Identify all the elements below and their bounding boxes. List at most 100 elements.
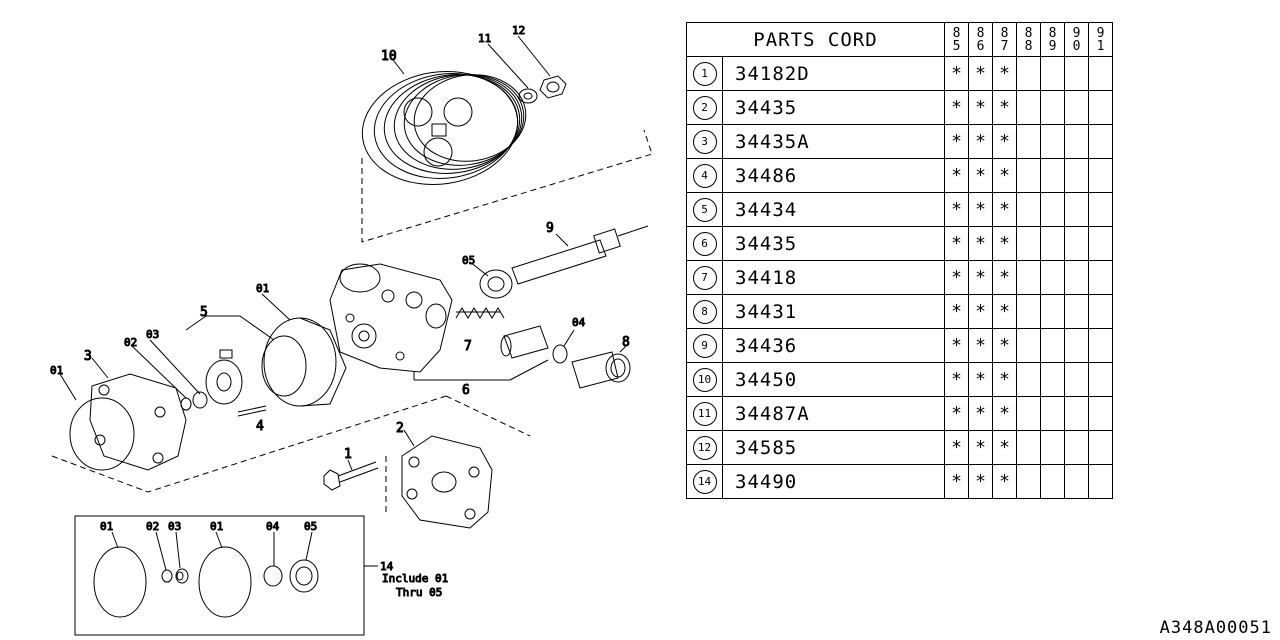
part-code: 34585 — [722, 430, 945, 465]
row-number: 6 — [686, 226, 723, 261]
row-number-badge: 7 — [692, 265, 717, 290]
year-mark — [1064, 464, 1089, 499]
part-code: 34435 — [722, 226, 945, 261]
year-mark: * — [944, 226, 969, 261]
year-mark — [1016, 260, 1041, 295]
year-mark — [1016, 464, 1041, 499]
row-number-badge: 4 — [692, 163, 717, 188]
flow-control-spring — [455, 307, 505, 319]
row-number: 1 — [686, 56, 723, 91]
year-mark — [1064, 260, 1089, 295]
year-mark — [1016, 158, 1041, 193]
pulley-nut — [539, 75, 567, 99]
year-mark: * — [968, 362, 993, 397]
year-mark: * — [968, 124, 993, 159]
year-mark — [1040, 192, 1065, 227]
gasket — [69, 397, 135, 471]
row-number-badge: 14 — [692, 469, 717, 494]
year-mark — [1064, 226, 1089, 261]
year-mark: * — [968, 328, 993, 363]
callout-11: 11 — [478, 32, 491, 45]
outlet-connector — [571, 351, 631, 389]
row-number-badge: 6 — [692, 231, 717, 256]
year-mark — [1088, 464, 1113, 499]
kit-callout-01a: 01 — [100, 520, 113, 533]
year-mark — [1016, 328, 1041, 363]
year-digit: 8 — [1000, 25, 1009, 41]
part-code: 34487A — [722, 396, 945, 431]
callout-2: 2 — [396, 421, 404, 436]
year-mark — [1016, 90, 1041, 125]
row-number: 4 — [686, 158, 723, 193]
year-mark — [1064, 124, 1089, 159]
rotor — [205, 349, 243, 405]
year-mark: * — [992, 192, 1017, 227]
callout-6: 6 — [462, 383, 470, 398]
row-number: 14 — [686, 464, 723, 499]
row-number-badge: 8 — [692, 299, 717, 324]
year-digit: 8 — [1048, 25, 1057, 41]
year-mark: * — [992, 260, 1017, 295]
year-mark — [1016, 226, 1041, 261]
year-digit: 1 — [1096, 38, 1105, 54]
year-digit: 7 — [1000, 38, 1009, 54]
kit-callout-05: 05 — [304, 520, 317, 533]
year-digit: 8 — [976, 25, 985, 41]
part-code: 34490 — [722, 464, 945, 499]
year-mark — [1016, 362, 1041, 397]
year-mark — [1040, 328, 1065, 363]
year-mark: * — [992, 430, 1017, 465]
year-mark — [1064, 396, 1089, 431]
year-mark — [1016, 56, 1041, 91]
year-mark: * — [992, 396, 1017, 431]
year-mark — [1016, 294, 1041, 329]
kit-callout-01b: 01 — [210, 520, 223, 533]
year-mark: * — [944, 328, 969, 363]
part-code: 34434 — [722, 192, 945, 227]
year-mark: * — [944, 56, 969, 91]
kit-callout-03: 03 — [168, 520, 181, 533]
year-mark — [1088, 328, 1113, 363]
part-code: 34436 — [722, 328, 945, 363]
kit-callout-04: 04 — [266, 520, 280, 533]
row-number-badge: 1 — [692, 61, 717, 86]
year-digit: 8 — [952, 25, 961, 41]
o-ring — [552, 344, 568, 364]
year-mark — [1088, 226, 1113, 261]
pulley — [361, 70, 527, 186]
year-digit: 6 — [976, 38, 985, 54]
callout-3: 3 — [84, 349, 92, 364]
part-code: 34182D — [722, 56, 945, 91]
year-mark: * — [968, 56, 993, 91]
year-mark: * — [992, 328, 1017, 363]
table-header-title: PARTS CORD — [686, 22, 945, 57]
year-mark: * — [944, 90, 969, 125]
row-number: 9 — [686, 328, 723, 363]
flow-control-valve — [500, 325, 549, 359]
year-mark: * — [992, 464, 1017, 499]
mounting-bolt — [323, 461, 379, 491]
year-mark: * — [944, 396, 969, 431]
row-number: 7 — [686, 260, 723, 295]
year-mark: * — [968, 430, 993, 465]
year-digit: 8 — [1024, 25, 1033, 41]
year-mark — [1040, 226, 1065, 261]
callout-4: 4 — [256, 419, 264, 434]
year-mark — [1040, 430, 1065, 465]
oil-seal — [479, 269, 513, 299]
row-number-badge: 11 — [692, 401, 717, 426]
dowel-pin — [237, 405, 267, 413]
year-mark: * — [968, 158, 993, 193]
